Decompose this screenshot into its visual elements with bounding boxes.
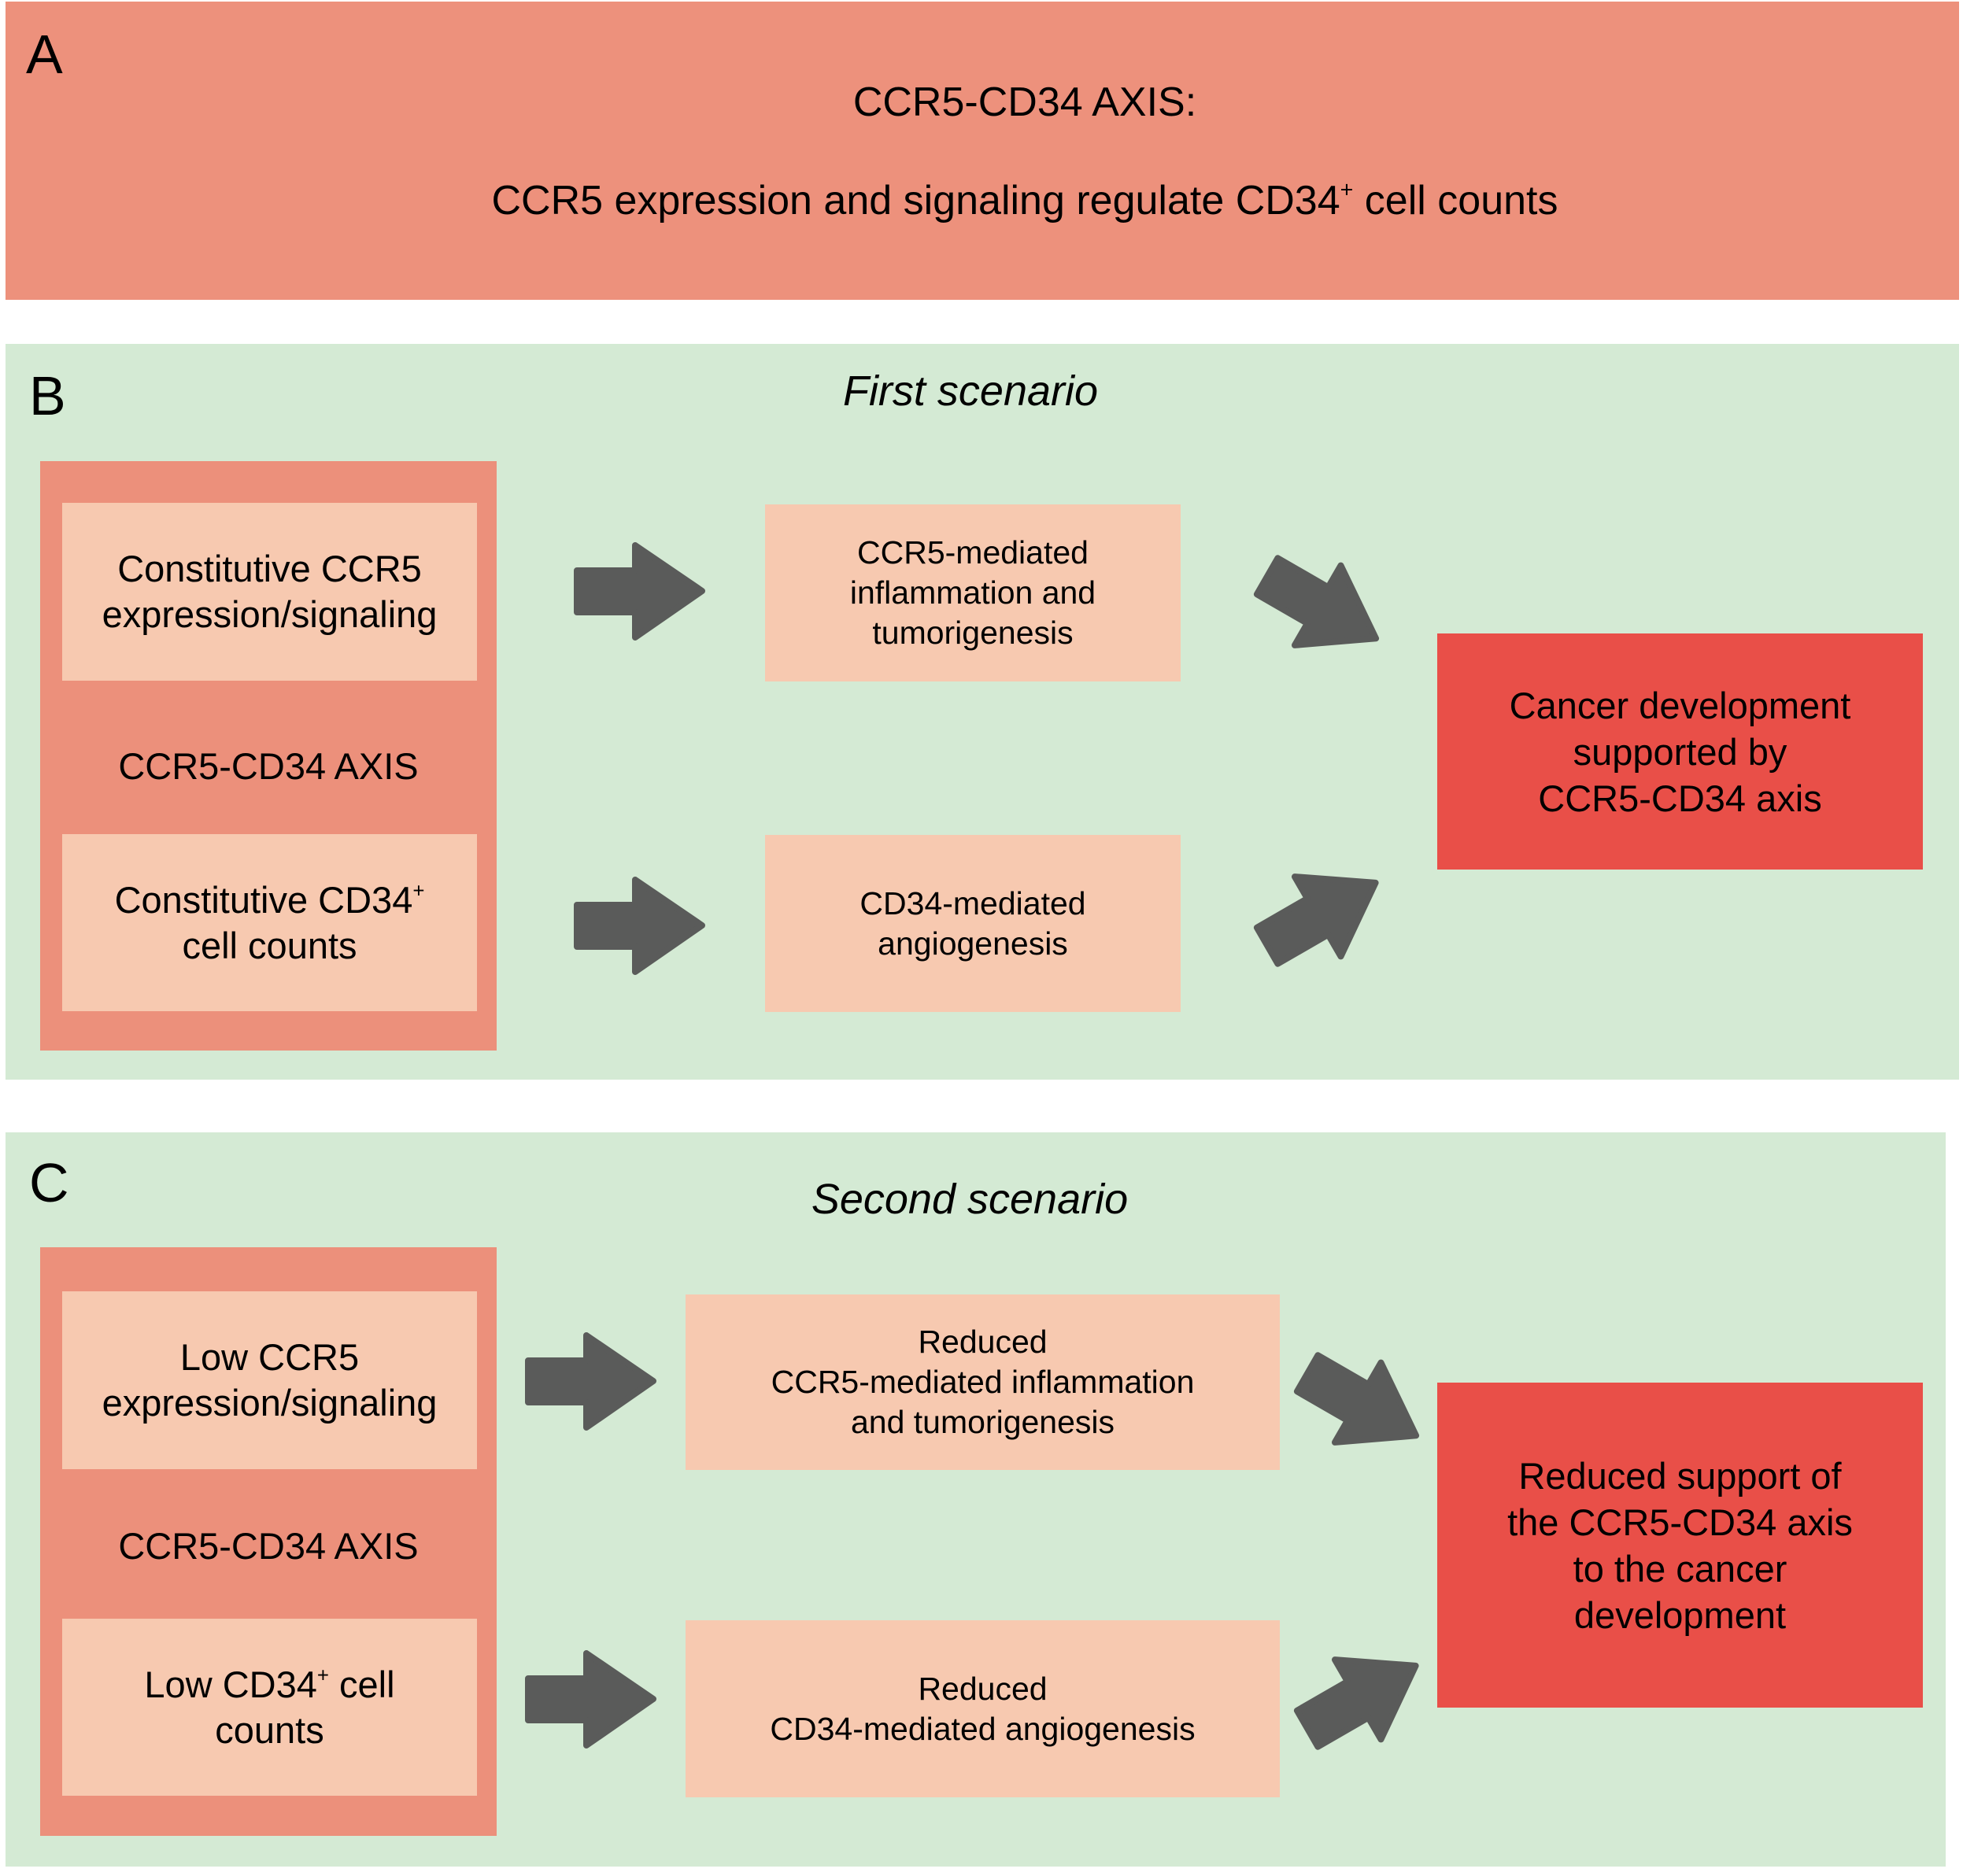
panel-b-label: B <box>29 365 66 427</box>
cause-line: expression/signaling <box>102 1382 438 1424</box>
panel-a-axis-summary <box>6 2 1959 300</box>
panel-b-effect-inflammation: CCR5-mediated inflammation and tumorigen… <box>765 504 1181 681</box>
panel-c-outcome-box: Reduced support of the CCR5-CD34 axis to… <box>1437 1383 1923 1708</box>
panel-c-cause-cd34: Low CD34+ cell counts <box>62 1619 477 1796</box>
first-scenario-title: First scenario <box>842 367 1099 415</box>
cause-line-superscript: + <box>316 1664 329 1687</box>
effect-line: Reduced <box>918 1324 1048 1360</box>
panel-c-cause-ccr5: Low CCR5 expression/signaling <box>62 1291 477 1469</box>
effect-line: angiogenesis <box>878 925 1068 962</box>
panel-c-effect-inflammation: Reduced CCR5-mediated inflammation and t… <box>686 1294 1280 1470</box>
effect-line: and tumorigenesis <box>850 1404 1115 1440</box>
effect-line: CCR5-mediated <box>857 534 1089 571</box>
axis-title: CCR5-CD34 AXIS: <box>852 79 1197 125</box>
effect-line: tumorigenesis <box>872 615 1074 651</box>
cause-line-text: Low CD34 <box>144 1663 317 1705</box>
panel-a-label: A <box>26 24 63 85</box>
panel-b-axis-label: CCR5-CD34 AXIS <box>118 745 419 787</box>
cause-line-superscript: + <box>412 880 425 903</box>
cause-line: cell counts <box>182 924 357 966</box>
outcome-line: Cancer development <box>1509 684 1851 726</box>
effect-line: CD34-mediated angiogenesis <box>770 1710 1196 1747</box>
cause-line: Low CD34+ cell <box>144 1662 394 1708</box>
axis-subtitle-superscript: + <box>1340 177 1354 203</box>
cause-line: Low CCR5 <box>179 1336 360 1378</box>
outcome-line: development <box>1573 1593 1787 1636</box>
outcome-line: the CCR5-CD34 axis <box>1507 1501 1853 1543</box>
outcome-line: supported by <box>1573 730 1787 773</box>
outcome-line: Reduced support of <box>1518 1454 1842 1497</box>
panel-b-outcome-box: Cancer development supported by CCR5-CD3… <box>1437 633 1923 870</box>
panel-b-cause-cd34: Constitutive CD34+ cell counts <box>62 834 477 1011</box>
cause-line-tail: cell <box>328 1663 395 1705</box>
axis-subtitle-tail: cell counts <box>1353 178 1558 223</box>
outcome-line: to the cancer <box>1573 1547 1787 1590</box>
second-scenario-title: Second scenario <box>811 1176 1129 1223</box>
panel-c-axis-label: CCR5-CD34 AXIS <box>118 1525 419 1567</box>
outcome-line: CCR5-CD34 axis <box>1538 777 1822 819</box>
effect-line: Reduced <box>918 1670 1048 1707</box>
cause-line: expression/signaling <box>102 593 438 635</box>
cause-line: Constitutive CCR5 <box>117 548 422 589</box>
panel-b-cause-ccr5: Constitutive CCR5 expression/signaling <box>62 503 477 681</box>
effect-line: CCR5-mediated inflammation <box>771 1364 1195 1400</box>
panel-c-label: C <box>29 1152 69 1213</box>
panel-b-effect-angiogenesis: CD34-mediated angiogenesis <box>765 835 1181 1012</box>
cause-line-text: Constitutive CD34 <box>114 878 413 921</box>
cause-line: Constitutive CD34+ <box>115 877 425 923</box>
effect-line: inflammation and <box>849 574 1096 611</box>
axis-subtitle-text: CCR5 expression and signaling regulate C… <box>491 178 1340 223</box>
panel-c-effect-angiogenesis: Reduced CD34-mediated angiogenesis <box>686 1620 1280 1797</box>
effect-line: CD34-mediated <box>860 884 1086 921</box>
cause-line: counts <box>215 1708 324 1751</box>
axis-subtitle: CCR5 expression and signaling regulate C… <box>6 177 1963 223</box>
